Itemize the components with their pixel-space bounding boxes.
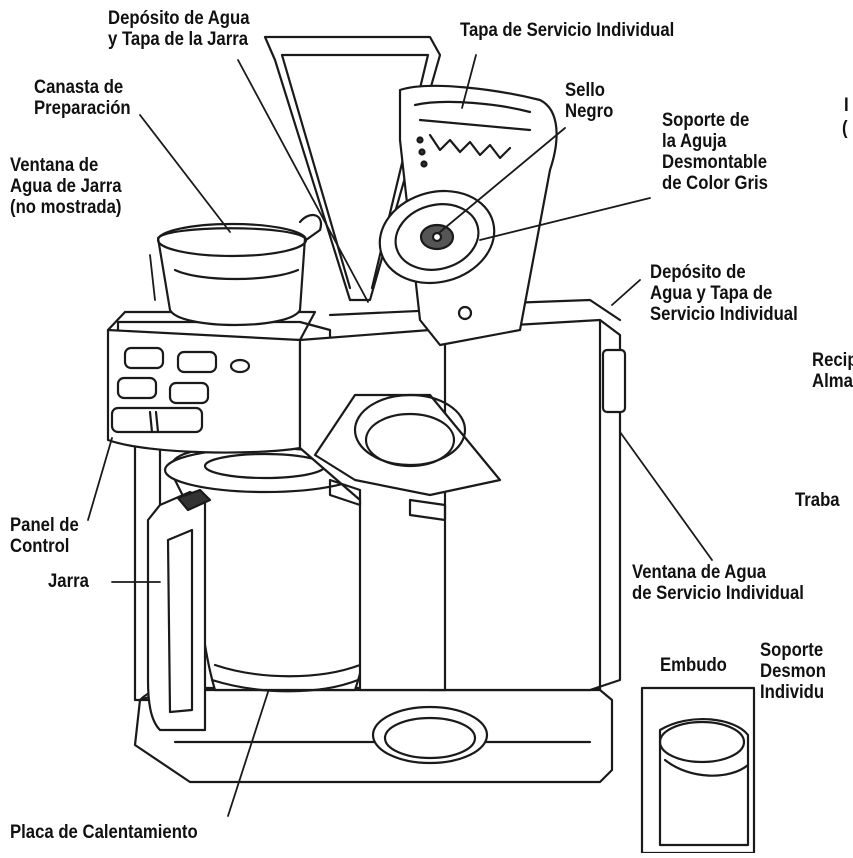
funnel-inset (658, 718, 750, 847)
label-recipiente-cut: Recip Alma (812, 350, 853, 392)
panel-button-4 (168, 381, 210, 405)
label-soporte-aguja: Soporte de la Aguja Desmontable de Color… (662, 110, 768, 194)
label-ventana-jarra: Ventana de Agua de Jarra (no mostrada) (10, 155, 122, 218)
label-canasta: Canasta de Preparación (34, 77, 131, 119)
panel-button-2 (176, 350, 218, 374)
label-traba-cut: Traba (795, 490, 840, 511)
brew-basket (156, 227, 307, 327)
water-window-right (601, 348, 627, 414)
label-panel-control: Panel de Control (10, 515, 79, 557)
lid-screw (457, 305, 473, 321)
label-cut-i: I (844, 95, 849, 116)
panel-button-1 (123, 346, 165, 370)
pod-holder-frame (313, 393, 502, 497)
label-deposito-servicio: Depósito de Agua y Tapa de Servicio Indi… (650, 262, 798, 325)
label-deposito-jarra: Depósito de Agua y Tapa de la Jarra (108, 8, 250, 50)
label-ventana-servicio: Ventana de Agua de Servicio Individual (632, 562, 804, 604)
label-tapa-servicio: Tapa de Servicio Individual (460, 20, 675, 41)
carafe-handle (146, 490, 207, 732)
label-embudo: Embudo (660, 655, 727, 676)
right-tower (428, 318, 622, 692)
label-soporte-desmontable-cut: Soporte Desmon Individu (760, 640, 826, 703)
cup-holder-ring (371, 705, 489, 765)
panel-indicator (229, 358, 251, 374)
label-sello-negro: Sello Negro (565, 80, 614, 122)
panel-button-3 (116, 376, 158, 400)
carafe-reservoir-lid (263, 35, 442, 302)
label-cut-paren: ( (842, 118, 848, 139)
label-jarra: Jarra (48, 571, 89, 592)
callout-lines (87, 54, 713, 817)
label-placa-calentamiento: Placa de Calentamiento (10, 822, 198, 843)
